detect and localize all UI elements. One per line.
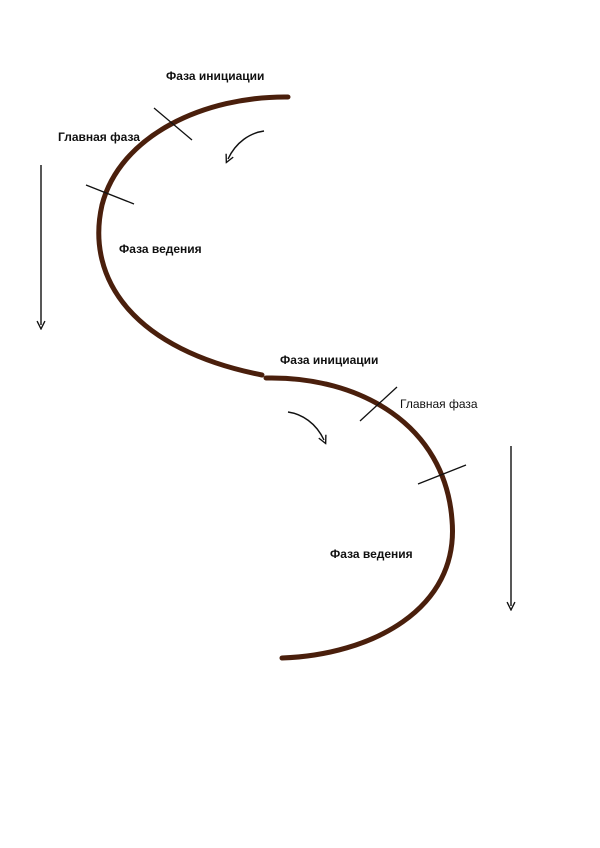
lower-curved-arrow <box>287 411 324 440</box>
upper-curved-arrow <box>228 130 265 159</box>
upper-guidance-label: Фаза ведения <box>119 242 202 256</box>
lower-tick-guidance <box>417 464 467 485</box>
upper-arc <box>96 94 291 378</box>
upper-tick-initiation <box>153 107 193 141</box>
lower-tick-main <box>359 386 398 422</box>
upper-tick-main <box>85 184 135 205</box>
upper-initiation-label: Фаза инициации <box>166 69 264 83</box>
upper-main-label: Главная фаза <box>58 130 140 144</box>
lower-guidance-label: Фаза ведения <box>330 547 413 561</box>
lower-main-label: Главная фаза <box>400 397 478 411</box>
lower-initiation-label: Фаза инициации <box>280 353 378 367</box>
lower-arc <box>263 375 455 661</box>
